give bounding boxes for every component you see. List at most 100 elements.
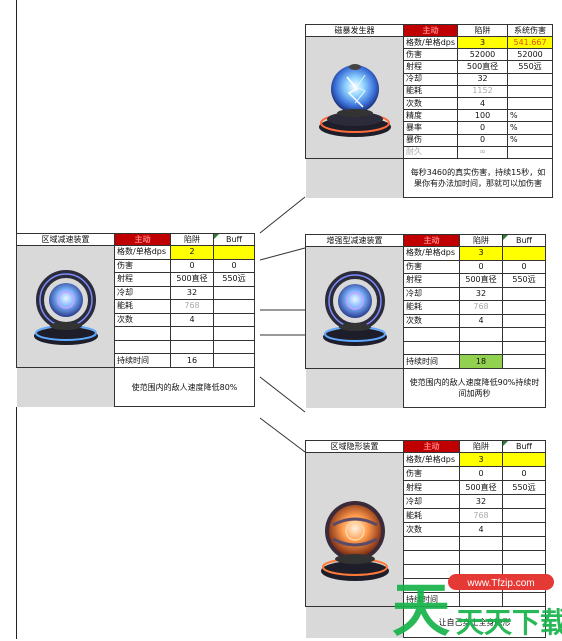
stat-label: 格数/单格dps <box>114 245 171 260</box>
stat-value-2: % <box>507 109 554 123</box>
empty-cell <box>170 339 214 355</box>
device-name: 区域隐形装置 <box>305 440 404 453</box>
stat-value-2: 52000 <box>507 48 554 62</box>
stat-value: 3 <box>459 246 503 261</box>
stat-value-2: 550远 <box>502 480 546 495</box>
stat-value: 32 <box>457 72 509 86</box>
empty-cell <box>502 327 546 342</box>
empty-cell <box>213 326 255 341</box>
stat-value-2 <box>502 508 546 523</box>
stat-value: 0 <box>457 121 509 135</box>
stat-label: 能耗 <box>403 300 460 315</box>
empty-cell <box>502 340 546 356</box>
empty-cell <box>403 340 460 356</box>
stat-label: 能耗 <box>402 84 459 98</box>
stat-value: 500直径 <box>459 273 503 288</box>
buff-tag: Buff <box>502 440 546 453</box>
stat-value: 0 <box>457 133 509 147</box>
device-card-area-slow: 区域减速装置 主动 陷阱 Buff <box>16 233 255 407</box>
device-image <box>305 452 404 607</box>
stat-label: 伤害 <box>403 466 460 481</box>
stat-value-2 <box>507 96 554 111</box>
device-card-area-stealth: 区域隐形装置 主动 陷阱 Buff <box>305 440 546 638</box>
stat-value: 500直径 <box>459 480 503 495</box>
stat-value: 3 <box>459 452 503 467</box>
device-name: 区域减速装置 <box>16 233 115 246</box>
system-damage-tag: 系统伤害 <box>507 24 554 37</box>
stat-value: 32 <box>459 494 503 509</box>
buff-tag: Buff <box>213 233 255 246</box>
stat-label: 精度 <box>402 109 459 123</box>
duration-label: 持续时间 <box>403 354 460 369</box>
watermark-logo-icon: www.Tfzip.com 天 天天下载 <box>392 574 562 641</box>
stat-value: 4 <box>457 96 509 111</box>
stat-label: 暴伤 <box>402 133 459 147</box>
stat-value-2: 550远 <box>507 60 554 74</box>
stat-value: ∞ <box>457 145 509 160</box>
magnetic-storm-device-icon <box>318 64 391 137</box>
device-card-enhanced-slow: 增强型减速装置 主动 陷阱 Buff <box>305 234 546 408</box>
empty-cell <box>502 354 546 369</box>
stat-value-2 <box>502 522 546 537</box>
stat-value-2 <box>502 246 546 261</box>
stat-label: 耐久 <box>402 145 459 160</box>
stat-value: 768 <box>459 300 503 315</box>
stat-value: 0 <box>170 258 214 274</box>
stat-label: 射程 <box>403 480 460 495</box>
active-tag: 主动 <box>114 233 171 246</box>
stat-label: 格数/单格dps <box>403 246 460 261</box>
stat-value: 500直径 <box>457 60 509 74</box>
stat-value-2 <box>502 286 546 302</box>
stat-label: 次数 <box>403 522 460 537</box>
stat-label: 暴率 <box>402 121 459 135</box>
device-name: 磁暴发生器 <box>305 24 404 37</box>
empty-cell <box>459 340 503 356</box>
stat-value: 0 <box>459 259 503 275</box>
device-name: 增强型减速装置 <box>305 234 404 247</box>
empty-cell <box>114 339 171 355</box>
stat-value: 100 <box>457 109 509 123</box>
stat-value-2 <box>507 72 554 86</box>
stat-value-2: % <box>507 121 554 135</box>
device-description: 让自己身上全身隐形 <box>403 606 546 638</box>
area-slow-device-icon <box>33 270 98 345</box>
stat-label: 格数/单格dps <box>402 35 459 50</box>
stat-value-2 <box>213 312 255 328</box>
trap-tag: 陷阱 <box>459 440 503 453</box>
stat-label: 次数 <box>402 96 459 111</box>
stat-value-2 <box>213 285 255 301</box>
stat-value-2: 0 <box>213 258 255 274</box>
enhanced-slow-device-icon <box>322 271 387 346</box>
empty-cell <box>403 327 460 342</box>
watermark-site: www.Tfzip.com <box>466 578 534 589</box>
stat-label: 射程 <box>114 272 171 287</box>
stat-value: 52000 <box>457 48 509 62</box>
stat-value-2: 550远 <box>502 273 546 288</box>
stat-label: 伤害 <box>114 258 171 274</box>
empty-cell <box>459 327 503 342</box>
stat-value-2 <box>502 494 546 509</box>
stat-value-2 <box>507 145 554 160</box>
stat-value-2 <box>213 245 255 260</box>
duration-label: 持续时间 <box>114 353 171 368</box>
stat-value: 1152 <box>457 84 509 98</box>
empty-cell <box>403 536 460 551</box>
device-description: 每秒3460的真实伤害，持续15秒，如果你有办法加时间，那就可以加伤害 <box>402 158 554 198</box>
image-footer <box>305 606 404 638</box>
active-tag: 主动 <box>403 234 460 247</box>
device-image <box>305 36 404 159</box>
empty-cell <box>114 326 171 341</box>
stat-label: 射程 <box>402 60 459 74</box>
stat-value-2: % <box>507 133 554 147</box>
stat-label: 伤害 <box>403 259 460 275</box>
stat-label: 次数 <box>403 313 460 329</box>
area-stealth-device-icon <box>320 501 389 581</box>
stat-value-2 <box>502 313 546 329</box>
device-image <box>16 245 115 368</box>
stat-value-2 <box>507 84 554 98</box>
watermark-brand: 天天下载 <box>456 606 562 639</box>
stat-value-2: 0 <box>502 259 546 275</box>
trap-tag: 陷阱 <box>457 24 509 37</box>
device-description: 使范围内的敌人速度降低80% <box>114 367 255 407</box>
stat-value: 2 <box>170 245 214 260</box>
